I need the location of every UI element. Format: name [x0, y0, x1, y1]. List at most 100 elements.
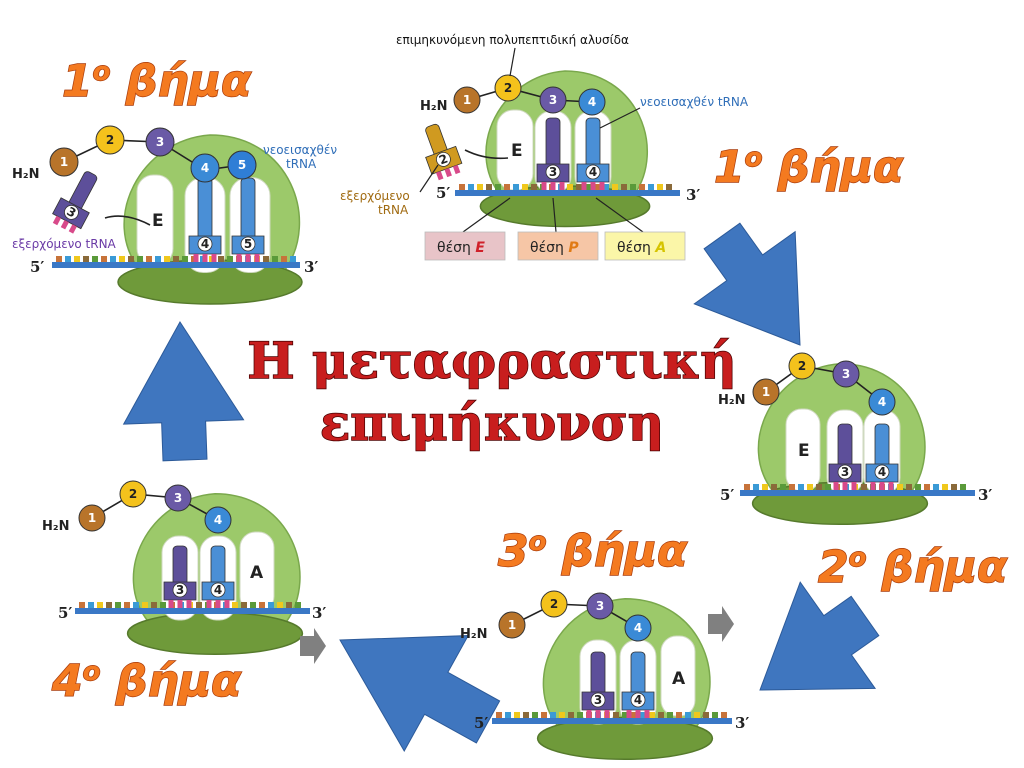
- exit-trna-label-line2: tRNA: [378, 203, 409, 217]
- mrna-base: [241, 602, 247, 608]
- mrna-strand: [492, 718, 732, 724]
- amino-acid-number: 4: [201, 161, 209, 175]
- trna-stem: [837, 423, 853, 469]
- cycle-arrow-top-right: [693, 222, 801, 346]
- mrna-base: [703, 712, 709, 718]
- trna-badge: [874, 464, 890, 480]
- anticodon-base: [833, 482, 839, 490]
- amino-acid-number: 1: [60, 155, 68, 169]
- trna-stem: [240, 177, 256, 241]
- trna-number: 4: [214, 583, 222, 597]
- five-prime-label: 5′: [436, 184, 450, 202]
- mrna-base: [259, 602, 265, 608]
- anticodon-base: [211, 254, 217, 262]
- new-trna-label-line2: tRNA: [286, 157, 317, 171]
- site-box-e: [424, 231, 506, 261]
- mrna-base: [92, 256, 98, 262]
- amino-acid-4: [190, 153, 220, 183]
- trna-stem: [630, 651, 646, 697]
- trna-stem: [172, 545, 188, 587]
- anticodon-base: [595, 710, 601, 718]
- amino-acid-2: [119, 480, 147, 508]
- mrna-base: [658, 712, 664, 718]
- mrna-base: [762, 484, 768, 490]
- site-letter-e: E: [511, 141, 523, 161]
- mrna-base: [290, 256, 296, 262]
- site-letter-a: A: [672, 669, 686, 689]
- peptide-bond: [765, 365, 883, 403]
- mrna-base: [495, 184, 501, 190]
- site-box-p: [517, 231, 599, 261]
- amino-acid-number: 2: [798, 359, 806, 373]
- mrna-base: [142, 602, 148, 608]
- mrna-base: [250, 602, 256, 608]
- amino-acid-4: [624, 614, 652, 642]
- mrna-base: [513, 184, 519, 190]
- mrna-base: [906, 484, 912, 490]
- mrna-base: [825, 484, 831, 490]
- mrna-base: [295, 602, 301, 608]
- amino-acid-2: [494, 74, 522, 102]
- h2n-label: H₂N: [12, 167, 39, 182]
- site-box-a: [604, 231, 686, 261]
- mrna-base: [514, 712, 520, 718]
- amino-acid-1: [498, 611, 526, 639]
- exit-trna-label: εξερχόμενο: [340, 189, 410, 203]
- anticodon-base: [193, 254, 199, 262]
- amino-acid-3: [164, 484, 192, 512]
- three-prime-label: 3′: [735, 714, 749, 732]
- amino-acid-3: [145, 127, 175, 157]
- amino-acid-number: 3: [156, 135, 164, 149]
- mrna-base: [694, 712, 700, 718]
- amino-acid-2: [788, 352, 816, 380]
- h2n-label: H₂N: [460, 627, 487, 642]
- mrna-base: [106, 602, 112, 608]
- amino-acid-number: 1: [463, 93, 471, 107]
- site-letter-e: E: [152, 211, 164, 231]
- shift-arrow-icon: [300, 628, 326, 664]
- main-title-line2: επιμήκυνση: [320, 393, 664, 452]
- mrna-base: [115, 602, 121, 608]
- main-title-line1: Η μεταφραστική: [247, 331, 736, 390]
- mrna-base: [522, 184, 528, 190]
- mrna-base: [79, 602, 85, 608]
- mrna-base: [712, 712, 718, 718]
- anticodon-base: [452, 164, 461, 175]
- anticodon-base: [68, 224, 77, 234]
- amino-acid-2: [540, 590, 568, 618]
- mrna-base: [924, 484, 930, 490]
- step-heading-4: 3ο βήμα: [498, 526, 688, 577]
- peptide-bond: [466, 87, 593, 103]
- step-heading-1: 1ο βήμα: [62, 56, 252, 107]
- trna-badge: [590, 692, 606, 708]
- mrna-base: [137, 256, 143, 262]
- cycle-arrow-right: [759, 581, 880, 691]
- mrna-base: [227, 256, 233, 262]
- h2n-label: H₂N: [420, 99, 447, 114]
- site-leader-line: [462, 197, 511, 233]
- three-prime-label: 3′: [304, 258, 318, 276]
- new-trna-leader-line: [599, 107, 641, 129]
- mrna-base: [771, 484, 777, 490]
- mrna-base: [505, 712, 511, 718]
- anticodon-base: [186, 600, 192, 608]
- exit-trna-label: εξερχόμενο tRNA: [12, 237, 117, 251]
- amino-acid-number: 3: [596, 599, 604, 613]
- anticodon-base: [581, 182, 587, 190]
- mrna-base: [861, 484, 867, 490]
- amino-acid-2: [95, 125, 125, 155]
- anticodon-base: [245, 254, 251, 262]
- anticodon-base: [52, 215, 61, 226]
- amino-acid-1: [49, 147, 79, 177]
- amino-acid-number: 2: [129, 487, 137, 501]
- trna-stem: [545, 117, 561, 169]
- mrna-base: [951, 484, 957, 490]
- mrna-base: [182, 256, 188, 262]
- amino-acid-number: 1: [508, 618, 516, 632]
- mrna-base: [277, 602, 283, 608]
- trna-number: 4: [878, 465, 886, 479]
- amino-acid-number: 3: [174, 491, 182, 505]
- anticodon-base: [236, 254, 242, 262]
